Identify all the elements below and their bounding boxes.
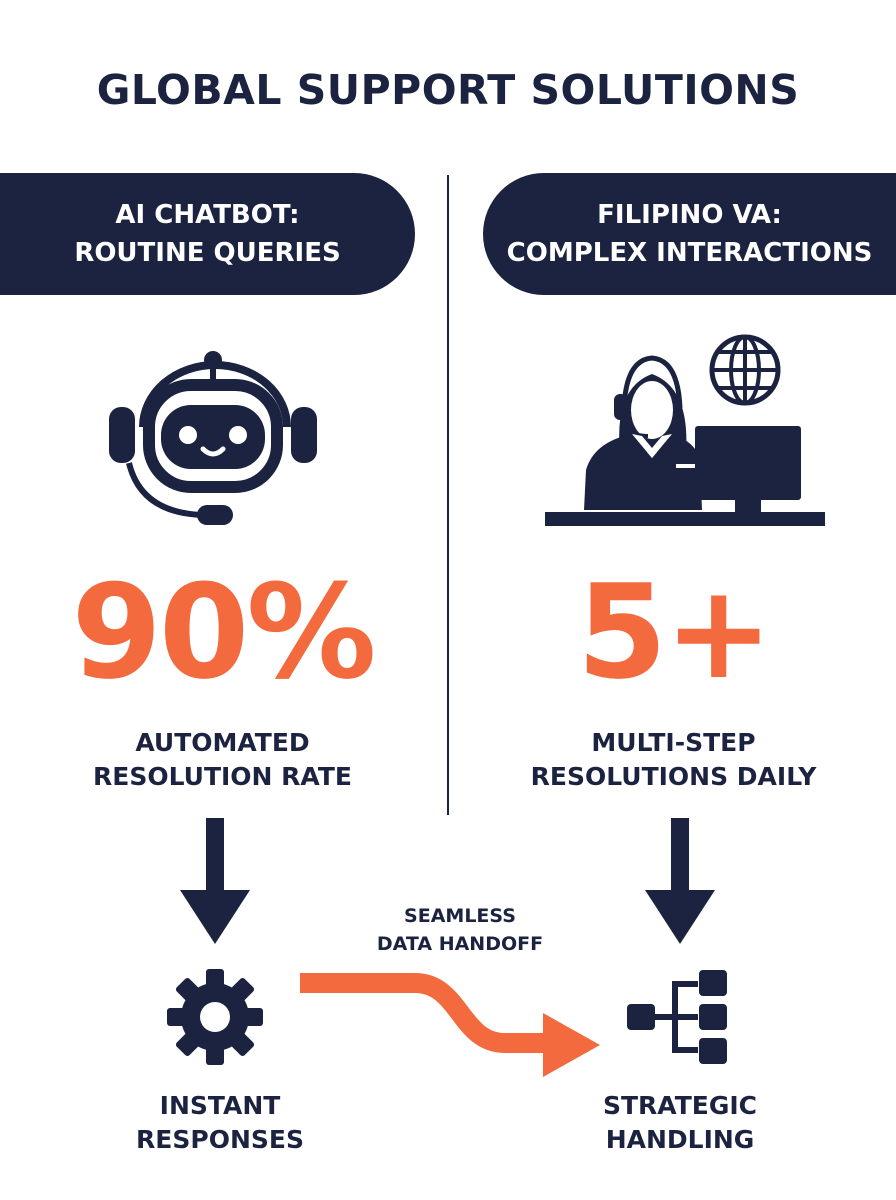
handoff-label: SEAMLESS DATA HANDOFF <box>300 902 620 958</box>
chatbot-header-line-1: AI CHATBOT: <box>115 200 300 230</box>
instant-responses-label: INSTANT RESPONSES <box>90 1089 350 1157</box>
down-arrow-right <box>645 818 715 944</box>
page-title: GLOBAL SUPPORT SOLUTIONS <box>96 66 800 114</box>
strategic-handling-line-2: HANDLING <box>605 1125 755 1154</box>
va-stat-label-line-2: RESOLUTIONS DAILY <box>530 762 817 791</box>
handoff-arrow <box>300 973 600 1077</box>
instant-responses-line-1: INSTANT <box>159 1091 281 1120</box>
chatbot-header: AI CHATBOT: ROUTINE QUERIES <box>0 173 415 295</box>
gear-icon <box>167 969 263 1065</box>
chatbot-stat-label-line-2: RESOLUTION RATE <box>93 762 352 791</box>
strategic-handling-line-1: STRATEGIC <box>602 1091 758 1120</box>
handoff-label-line-2: DATA HANDOFF <box>376 933 544 955</box>
va-header-line-2: COMPLEX INTERACTIONS <box>506 238 873 268</box>
va-header: FILIPINO VA: COMPLEX INTERACTIONS <box>483 173 896 295</box>
chatbot-header-line-2: ROUTINE QUERIES <box>74 238 341 268</box>
handoff-label-line-1: SEAMLESS <box>404 905 516 927</box>
chatbot-stat-label: AUTOMATED RESOLUTION RATE <box>0 726 445 794</box>
automated-rate-stat: 90% <box>71 556 376 708</box>
chatbot-stat-label-line-1: AUTOMATED <box>135 728 310 757</box>
strategic-handling-label: STRATEGIC HANDLING <box>550 1089 810 1157</box>
va-stat-label-line-1: MULTI-STEP <box>591 728 756 757</box>
column-divider <box>447 175 449 815</box>
multistep-stat: 5+ <box>576 556 773 708</box>
va-header-line-1: FILIPINO VA: <box>597 200 782 230</box>
down-arrow-left <box>180 818 250 944</box>
agent-at-desk-icon <box>545 334 825 526</box>
instant-responses-line-2: RESPONSES <box>136 1125 304 1154</box>
robot-headset-icon <box>109 351 317 525</box>
va-stat-label: MULTI-STEP RESOLUTIONS DAILY <box>451 726 896 794</box>
hierarchy-icon <box>627 970 727 1064</box>
